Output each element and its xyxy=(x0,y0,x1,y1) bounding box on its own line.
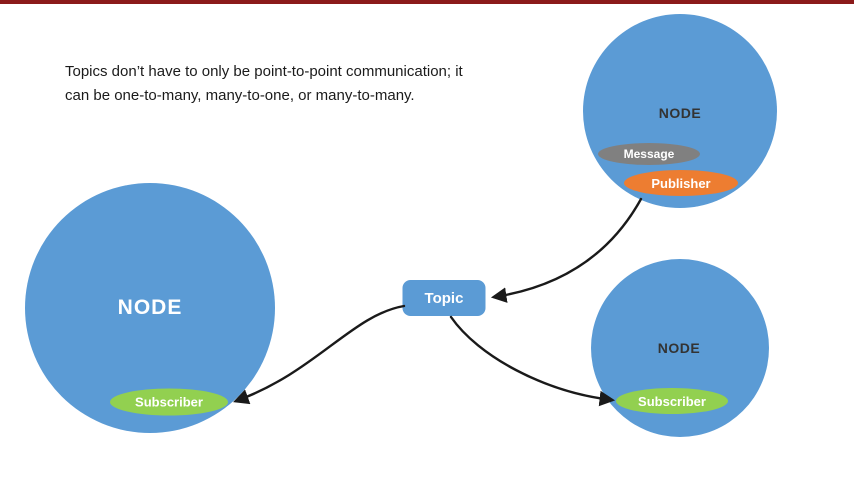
message-ellipse: Message xyxy=(598,143,700,165)
description-line-2: can be one-to-many, many-to-one, or many… xyxy=(65,87,415,104)
top-right-node-label: NODE xyxy=(658,105,702,121)
top-accent-bar xyxy=(0,0,854,4)
left-node-label: NODE xyxy=(117,296,183,319)
description-line-1: Topics don’t have to only be point-to-po… xyxy=(65,63,463,80)
description-text: Topics don’t have to only be point-to-po… xyxy=(65,60,463,108)
bottom-right-subscriber-ellipse: Subscriber xyxy=(616,388,728,414)
left-subscriber-ellipse: Subscriber xyxy=(110,388,228,416)
arrow-topic-to-right-subscriber xyxy=(449,315,616,407)
bottom-right-node-label: NODE xyxy=(657,340,701,356)
publisher-ellipse: Publisher xyxy=(624,170,738,196)
topic-box: Topic xyxy=(402,280,486,316)
